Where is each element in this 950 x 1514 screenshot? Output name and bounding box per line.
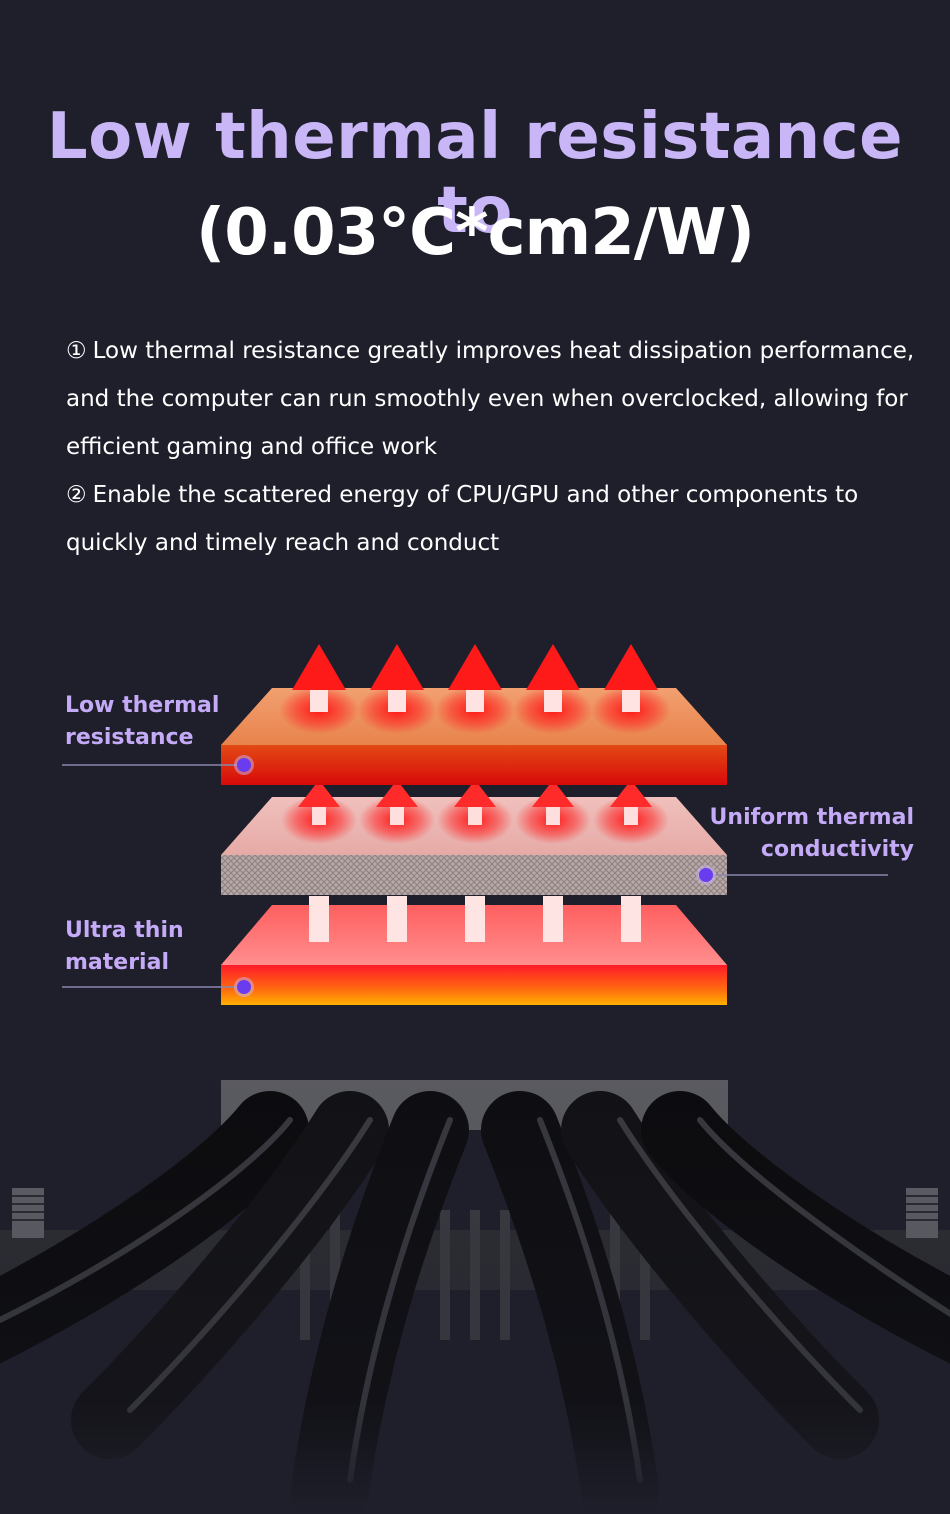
headline-line-1: Low thermal resistance to (46, 100, 904, 248)
point-2-text: Enable the scattered energy of CPU/GPU a… (66, 482, 859, 556)
point-2-marker: ② (66, 482, 87, 508)
callout-low-thermal (62, 755, 254, 775)
label-low-thermal-resistance: Low thermal resistance (65, 693, 220, 750)
headline-line-2: (0.03°C*cm2/W) (196, 196, 755, 270)
point-1-marker: ① (66, 338, 87, 364)
thermal-layer-diagram (62, 644, 888, 1005)
heat-pillars (309, 896, 641, 942)
label-uniform-thermal-conductivity: Uniform thermal conductivity (709, 805, 914, 862)
top-glow-arrows (279, 644, 671, 734)
middle-glow-arrows (281, 780, 669, 844)
heatsink-image (0, 1070, 950, 1514)
point-1-text: Low thermal resistance greatly improves … (66, 338, 915, 460)
label-ultra-thin-material: Ultra thin material (65, 918, 184, 975)
callout-uniform (696, 865, 888, 885)
callout-ultra-thin (62, 977, 254, 997)
